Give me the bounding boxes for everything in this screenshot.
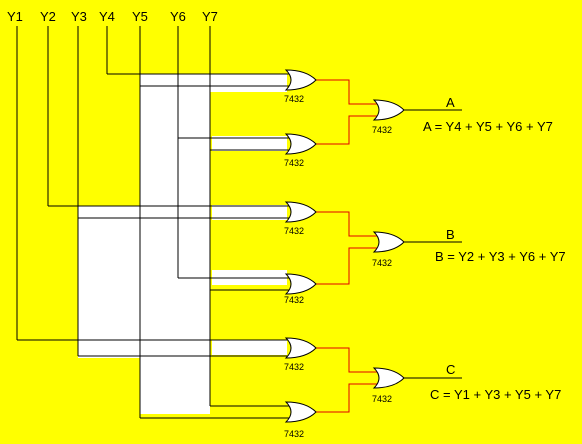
stage-links xyxy=(314,79,378,413)
chip-label: 7432 xyxy=(284,362,304,372)
equation-a: A = Y4 + Y5 + Y6 + Y7 xyxy=(423,119,553,134)
or-gate-b-out xyxy=(372,231,405,253)
output-wires xyxy=(404,109,462,379)
chip-label: 7432 xyxy=(284,295,304,305)
input-label-y1: Y1 xyxy=(7,9,23,24)
input-label-y2: Y2 xyxy=(40,9,56,24)
or-gate-c2 xyxy=(284,401,317,423)
input-label-y6: Y6 xyxy=(170,9,186,24)
or-gate-a-out xyxy=(372,99,405,121)
or-gate-b2 xyxy=(284,273,317,295)
chip-label: 7432 xyxy=(284,226,304,236)
or-gate-c-out xyxy=(372,367,405,389)
input-rails xyxy=(16,26,211,418)
gate-input-wires xyxy=(17,73,289,419)
chip-label: 7432 xyxy=(372,394,392,404)
chip-label: 7432 xyxy=(284,94,304,104)
input-label-y7: Y7 xyxy=(202,9,218,24)
or-gate-a2 xyxy=(284,133,317,155)
or-gate-b1 xyxy=(284,201,317,223)
input-label-y5: Y5 xyxy=(132,9,148,24)
wire-channel-blocks xyxy=(78,74,287,414)
chip-label: 7432 xyxy=(372,125,392,135)
output-label-c: C xyxy=(446,362,455,377)
equation-b: B = Y2 + Y3 + Y6 + Y7 xyxy=(435,249,566,264)
input-label-y3: Y3 xyxy=(71,9,87,24)
output-label-b: B xyxy=(446,227,455,242)
chip-label: 7432 xyxy=(372,258,392,268)
output-label-a: A xyxy=(446,95,455,110)
equation-c: C = Y1 + Y3 + Y5 + Y7 xyxy=(430,387,561,402)
or-gate-a1 xyxy=(284,69,317,91)
input-label-y4: Y4 xyxy=(99,9,115,24)
chip-label: 7432 xyxy=(284,429,304,439)
or-gate-c1 xyxy=(284,337,317,359)
chip-label: 7432 xyxy=(284,158,304,168)
